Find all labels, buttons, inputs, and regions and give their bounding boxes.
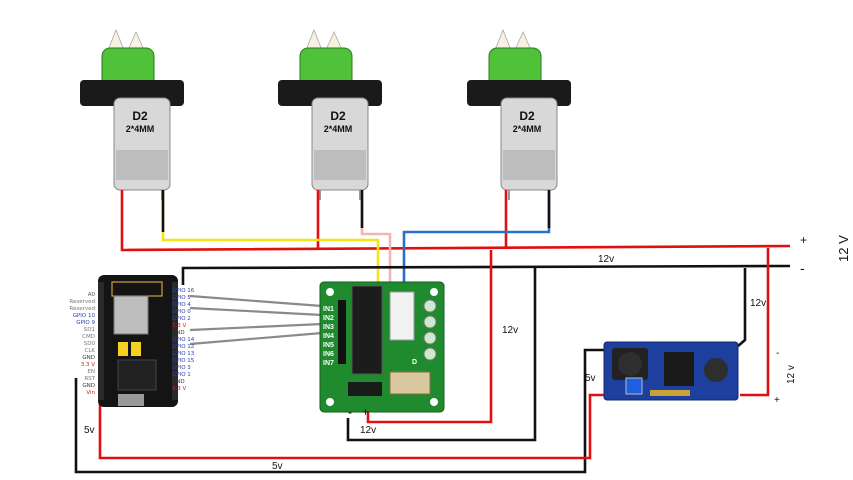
esp-pin-left: Vin: [86, 390, 95, 396]
esp-pin-left: SD0: [84, 341, 96, 347]
wire-5v-bottom-label: 5v: [272, 461, 283, 472]
esp-pin-left: SD1: [84, 327, 95, 333]
supply-minus-label: -: [800, 260, 805, 276]
esp-pin-left: CLK: [84, 348, 95, 354]
esp-pin-left: A0: [88, 292, 96, 298]
esp-pin-left: GPIO 10: [73, 313, 96, 319]
driver-in4: IN4: [323, 333, 334, 340]
wire-12v-driver-label: 12v: [502, 325, 518, 336]
driver-board: IN1 IN2 IN3 IN4 IN5 IN6 IN7 D - +: [319, 281, 445, 419]
esp-pin-right: GPIO 15: [172, 358, 195, 364]
signal-wires: [189, 294, 323, 346]
esp-pin-right: GPIO 1: [172, 372, 191, 378]
supply-voltage-label: 12 V: [836, 235, 851, 262]
esp-pin-left: GND: [82, 355, 95, 361]
buck-converter: - +: [603, 341, 780, 406]
pump-2-size: 2*4MM: [324, 124, 353, 134]
wire-12v-bottom-label: 12v: [360, 425, 376, 436]
red-12v-buck: [740, 248, 770, 397]
esp-pin-left: CMD: [82, 334, 95, 340]
pump-1-size: 2*4MM: [126, 124, 155, 134]
pump-1: D2 2*4MM: [80, 28, 184, 200]
rail-12v-label: 12v: [598, 254, 614, 265]
buck-plus-label: +: [774, 395, 780, 406]
driver-in1: IN1: [323, 306, 334, 313]
driver-in3: IN3: [323, 324, 334, 331]
supply-plus-label: +: [800, 233, 807, 247]
esp-pin-right: GPIO 2: [172, 316, 191, 322]
black-gnd-rail: [74, 264, 791, 474]
esp-pin-left: GND: [82, 383, 95, 389]
esp-pin-right: GPIO 3: [172, 365, 191, 371]
pump-2: D2 2*4MM: [278, 28, 382, 200]
esp-pin-right: GPIO 13: [172, 351, 195, 357]
pump-1-model: D2: [132, 109, 148, 123]
wire-12v-buck-label: 12v: [750, 298, 766, 309]
esp-pin-left: GPIO 9: [76, 320, 95, 326]
esp-pin-right: GND: [172, 379, 185, 385]
pump-3-model: D2: [519, 109, 535, 123]
esp-pin-left: RST: [84, 376, 95, 382]
pump-3-size: 2*4MM: [513, 124, 542, 134]
buck-minus-label: -: [776, 348, 779, 359]
red-5v-esp: [98, 392, 604, 460]
esp-pin-left: Reserved: [69, 299, 95, 305]
driver-plus-label: +: [362, 405, 369, 419]
driver-minus-label: -: [348, 405, 352, 419]
esp-pin-right: GND: [172, 330, 185, 336]
wire-5v-buck-label: 5v: [585, 373, 596, 384]
wire-12v-right-label: 12 v: [786, 365, 797, 384]
pump-2-model: D2: [330, 109, 346, 123]
esp-pin-right: 3.3 V: [172, 386, 186, 392]
esp-pin-right: GPIO 14: [172, 337, 195, 343]
esp-pin-right: GPIO 16: [172, 288, 195, 294]
wire-5v-left-label: 5v: [84, 425, 95, 436]
pump-3: D2 2*4MM: [467, 28, 571, 200]
esp-pin-left: EN: [87, 369, 95, 375]
esp-pin-right: GPIO 12: [172, 344, 194, 350]
esp-pin-right: GPIO 0: [172, 309, 191, 315]
driver-in7: IN7: [323, 360, 334, 367]
driver-in5: IN5: [323, 342, 334, 349]
esp-board: [98, 275, 178, 407]
esp-pin-right: 3.3 V: [172, 323, 186, 329]
esp-pin-right: GPIO 4: [172, 302, 191, 308]
esp-pin-right: GPIO 5: [172, 295, 191, 301]
esp-left-pins: A0 Reserved Reserved GPIO 10 GPIO 9 SD1 …: [69, 292, 95, 396]
driver-in6: IN6: [323, 351, 334, 358]
driver-in2: IN2: [323, 315, 334, 322]
driver-d-label: D: [412, 359, 417, 366]
esp-pin-left: Reserved: [69, 306, 95, 312]
red-12v-driver: [366, 250, 493, 424]
esp-pin-left: 3.3 V: [81, 362, 95, 368]
esp-right-pins: GPIO 16 GPIO 5 GPIO 4 GPIO 0 GPIO 2 3.3 …: [172, 288, 195, 392]
